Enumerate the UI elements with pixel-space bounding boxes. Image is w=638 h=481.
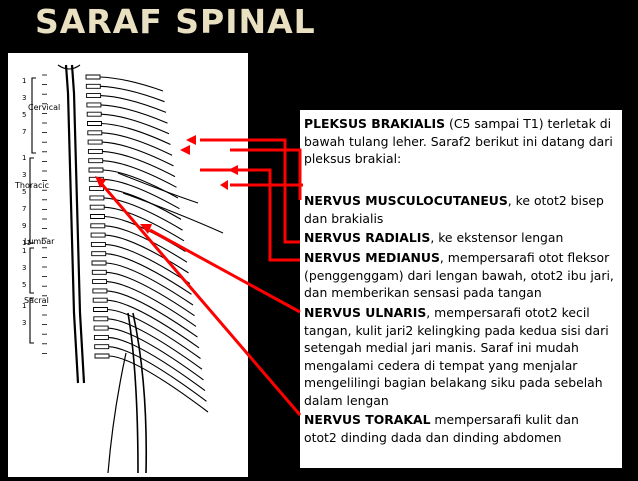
arrow-ulnaris xyxy=(149,228,301,314)
vertebra-number: 5 xyxy=(22,281,26,289)
arrow-musculocutaneus xyxy=(230,148,302,200)
term-torakal: NERVUS TORAKAL xyxy=(304,412,431,427)
vertebra-number: 3 xyxy=(22,94,26,102)
spinal-cord-illustration: Cervical Thoracic Lumbar Sacral 1 3 5 7 1 3 5 7… xyxy=(14,64,224,474)
paragraph-radialis: NERVUS RADIALIS, ke ekstensor lengan xyxy=(304,229,616,247)
text-musculocutaneus: , ke otot2 bisep dan brakialis xyxy=(304,193,604,226)
vertebra-number: 5 xyxy=(22,111,26,119)
text-ulnaris: , mempersarafi otot2 kecil tangan, kulit… xyxy=(304,305,609,408)
term-ulnaris: NERVUS ULNARIS xyxy=(304,305,427,320)
region-label-sacral: Sacral xyxy=(24,296,49,305)
vertebra-number: 3 xyxy=(22,264,26,272)
term-medianus: NERVUS MEDIANUS xyxy=(304,250,440,265)
spinal-nerve-diagram: Cervical Thoracic Lumbar Sacral 1 3 5 7 1 3 5 7… xyxy=(8,53,248,477)
paragraph-pleksus-brakialis: PLEKSUS BRAKIALIS (C5 sampai T1) terleta… xyxy=(304,115,616,168)
arrow-radialis xyxy=(200,138,300,244)
paragraph-medianus: NERVUS MEDIANUS, mempersarafi otot fleks… xyxy=(304,249,616,302)
region-label-lumbar: Lumbar xyxy=(24,237,55,246)
arrowhead-ulnaris xyxy=(140,224,152,234)
arrowhead-pleksus xyxy=(220,180,228,190)
text-medianus: , mempersarafi otot fleksor (penggenggam… xyxy=(304,250,614,301)
description-panel xyxy=(300,110,622,468)
vertebra-number: 7 xyxy=(22,128,26,136)
vertebra-number: 3 xyxy=(22,319,26,327)
paragraph-torakal: NERVUS TORAKAL mempersarafi kulit dan ot… xyxy=(304,411,604,446)
term-radialis: NERVUS RADIALIS xyxy=(304,230,431,245)
vertebra-number: 11 xyxy=(22,239,31,247)
vertebra-number: 1 xyxy=(22,247,26,255)
paragraph-musculocutaneus: NERVUS MUSCULOCUTANEUS, ke otot2 bisep d… xyxy=(304,192,604,227)
arrowhead-torakal xyxy=(95,176,106,188)
term-pleksus-brakialis: PLEKSUS BRAKIALIS xyxy=(304,116,446,131)
text-torakal: mempersarafi kulit dan otot2 dinding dad… xyxy=(304,412,579,445)
vertebra-number: 7 xyxy=(22,205,26,213)
text-radialis: , ke ekstensor lengan xyxy=(430,230,564,245)
vertebra-number: 9 xyxy=(22,222,26,230)
arrowhead-medianus xyxy=(228,165,238,175)
term-musculocutaneus: NERVUS MUSCULOCUTANEUS xyxy=(304,193,508,208)
vertebra-number: 1 xyxy=(22,77,26,85)
vertebra-number: 3 xyxy=(22,171,26,179)
region-label-thoracic: Thoracic xyxy=(14,181,49,190)
arrowhead-musculocutaneus xyxy=(180,145,190,155)
page-title: SARAF SPINAL xyxy=(35,2,316,41)
vertebra-number: 1 xyxy=(22,154,26,162)
arrow-torakal xyxy=(98,181,302,416)
vertebra-number: 1 xyxy=(22,302,26,310)
text-pleksus-brakialis: (C5 sampai T1) terletak di bawah tulang … xyxy=(304,116,613,167)
paragraph-ulnaris: NERVUS ULNARIS, mempersarafi otot2 kecil… xyxy=(304,304,620,410)
vertebra-number: 5 xyxy=(22,188,26,196)
region-label-cervical: Cervical xyxy=(28,103,60,112)
arrowhead-radialis xyxy=(186,135,196,145)
